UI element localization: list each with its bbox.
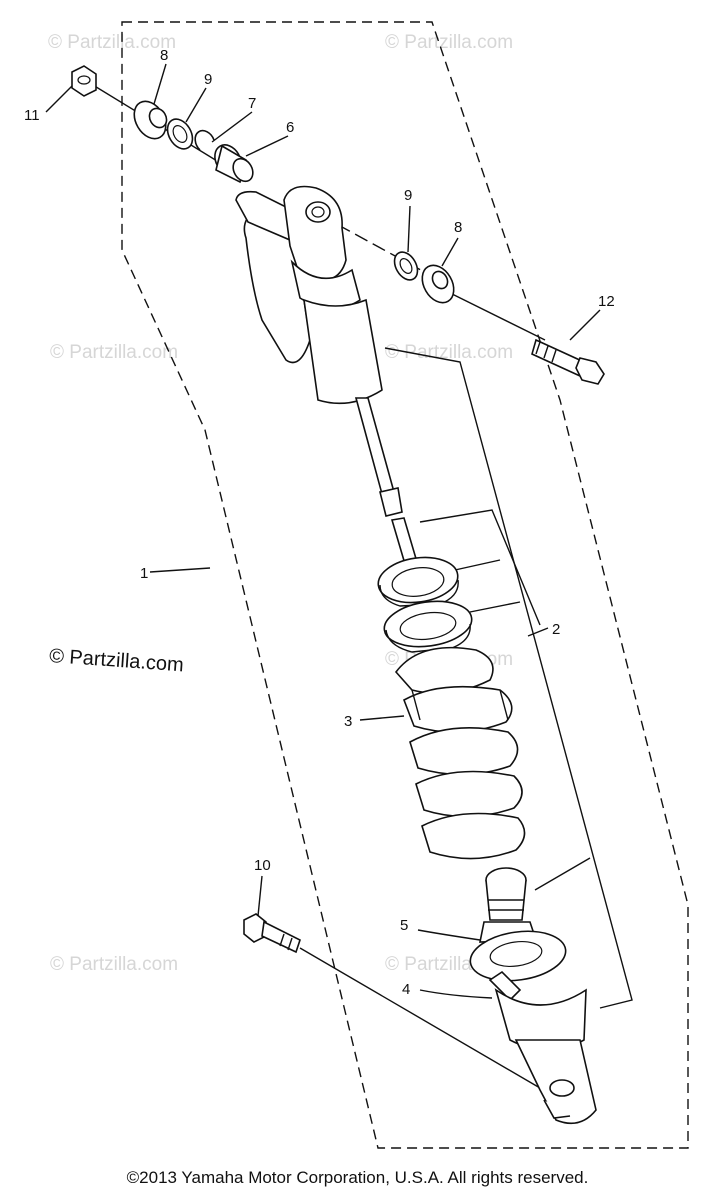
seal-part-9-top	[166, 118, 194, 150]
nut-part-11	[71, 65, 97, 97]
leader-line-6	[245, 135, 289, 157]
bolt-part-10	[243, 913, 301, 954]
adjuster-ring-upper	[377, 556, 459, 607]
callout-12: 12	[598, 293, 615, 310]
callout-6: 6	[286, 119, 294, 136]
leader-line-8-top	[153, 63, 167, 105]
bottom-mount-axis	[299, 947, 541, 1089]
shock-lower-body	[469, 867, 597, 1125]
leader-line-10	[257, 875, 263, 917]
callout-7: 7	[248, 95, 256, 112]
leader-line-2	[527, 627, 549, 637]
bracket-line-2	[454, 559, 501, 571]
callout-3: 3	[344, 713, 352, 730]
leader-line-8-right	[441, 237, 459, 267]
bushing-part-8-right	[421, 264, 455, 304]
callout-9-top: 9	[204, 71, 212, 88]
leader-line-9-right	[407, 205, 411, 253]
leader-line-9-top	[185, 87, 207, 123]
callout-5: 5	[400, 917, 408, 934]
callout-4: 4	[402, 981, 410, 998]
rear-shock-absorber-diagram: © Partzilla.com © Partzilla.com © Partzi…	[24, 21, 689, 1149]
lock-ring	[383, 600, 473, 653]
watermark-text: © Partzilla.com	[385, 32, 513, 53]
leader-line-1	[149, 567, 211, 573]
watermark-text: © Partzilla.com	[48, 32, 176, 53]
bracket-line-2	[384, 347, 633, 1009]
bracket-line-2	[419, 509, 541, 626]
watermark-text: © Partzilla.com	[385, 342, 513, 363]
leader-line-7	[211, 111, 253, 143]
bushing-part-8-top	[133, 100, 168, 140]
spring-part-3	[394, 646, 526, 860]
bearing-part-6	[214, 144, 254, 184]
top-mount-axis	[439, 287, 546, 341]
leader-line-11	[45, 85, 73, 113]
leader-line-3	[359, 715, 405, 721]
callout-11: 11	[24, 107, 40, 124]
leader-line-12	[569, 309, 601, 341]
watermark-text: © Partzilla.com	[50, 342, 178, 363]
watermark-text: © Partzilla.com	[50, 954, 178, 975]
callout-9-right: 9	[404, 187, 412, 204]
leader-line-4	[419, 989, 493, 999]
seal-part-9-right	[393, 251, 419, 281]
bolt-part-12	[531, 338, 605, 385]
callout-8-top: 8	[160, 47, 168, 64]
callout-8-right: 8	[454, 219, 462, 236]
copyright-footer: ©2013 Yamaha Motor Corporation, U.S.A. A…	[126, 1168, 589, 1187]
callout-1: 1	[140, 565, 148, 582]
bracket-line-2	[534, 857, 591, 891]
callout-10: 10	[254, 857, 271, 874]
assembly-boundary	[121, 21, 689, 1149]
circlip-part-7	[194, 129, 215, 151]
shock-upper-body	[235, 185, 383, 405]
callout-2: 2	[552, 621, 560, 638]
bracket-line-2	[469, 601, 521, 613]
leader-line-5	[417, 929, 481, 941]
